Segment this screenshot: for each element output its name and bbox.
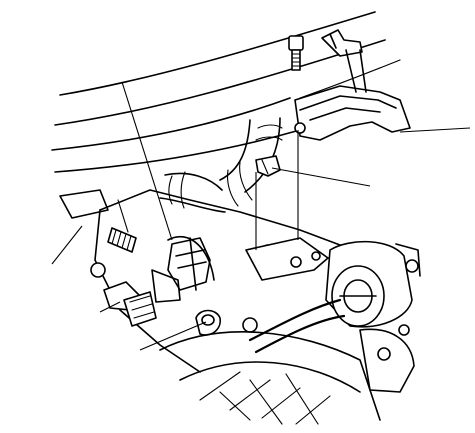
center-bracket — [245, 237, 329, 281]
left-plate — [59, 189, 109, 219]
sensor-assembly — [151, 235, 215, 303]
ribbed-nozzle — [107, 227, 137, 253]
intake-duct — [159, 324, 415, 425]
bolt — [288, 35, 304, 71]
hose-clip — [321, 29, 363, 57]
hose-clamp — [255, 155, 281, 177]
rod — [248, 298, 346, 354]
grommet — [195, 309, 221, 336]
actuator — [325, 240, 421, 328]
lower-bolt — [103, 281, 157, 327]
engine-block — [90, 189, 341, 373]
bracket-assembly — [294, 49, 411, 141]
leader-lines — [51, 81, 471, 351]
